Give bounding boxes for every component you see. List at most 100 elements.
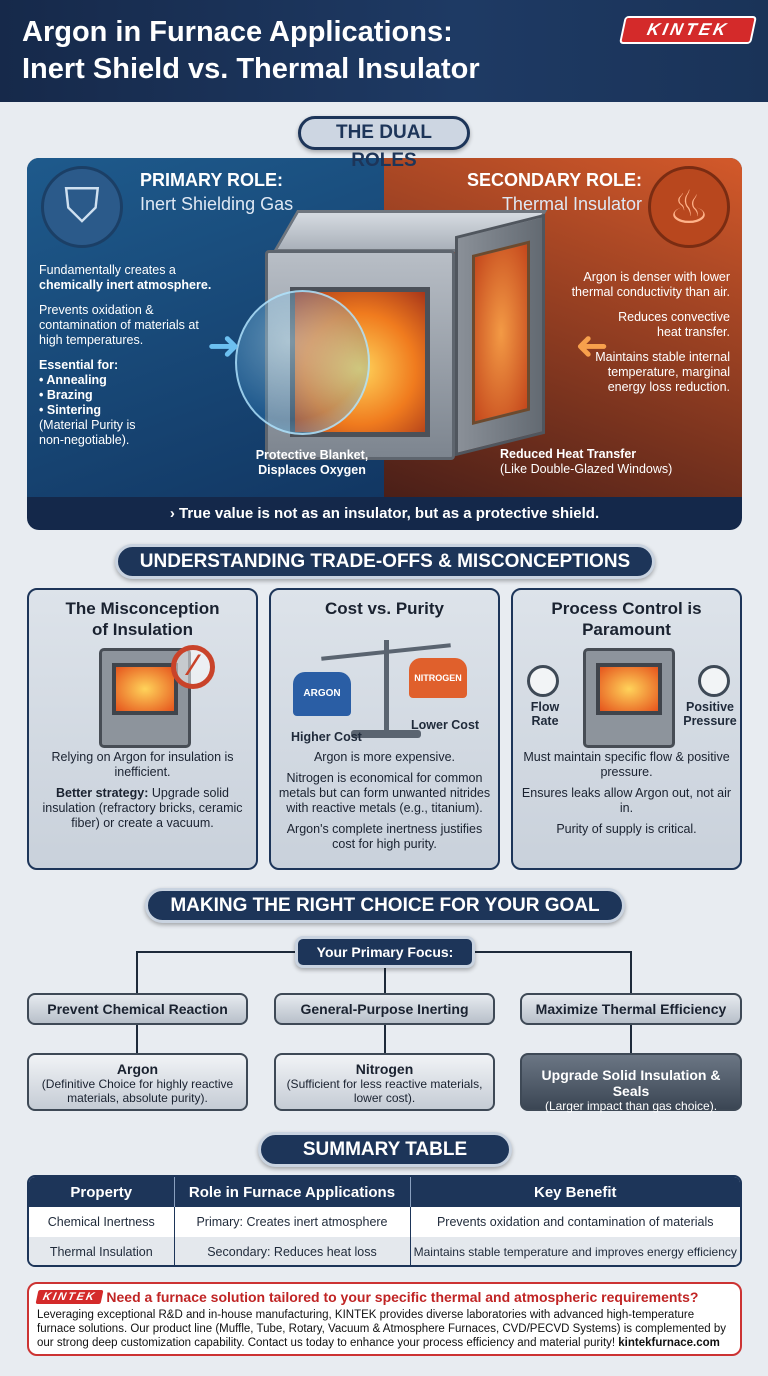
table-row: Chemical Inertness Primary: Creates iner… [29, 1207, 740, 1237]
summary-heading: SUMMARY TABLE [258, 1132, 512, 1167]
pressure-gauge-icon [698, 665, 730, 697]
shield-icon: ⛉ [41, 166, 123, 248]
card-p3: Argon's complete inertness justifies cos… [286, 822, 483, 851]
card-p1: Relying on Argon for insulation is ineff… [51, 750, 234, 779]
primary-callout: Protective Blanket, Displaces Oxygen [255, 448, 369, 477]
essential-item: • Annealing [39, 373, 107, 387]
essential-for-label: Essential for: [39, 358, 119, 372]
card-p1: Argon is more expensive. [313, 750, 456, 764]
card-p2: Nitrogen is economical for common metals… [278, 771, 491, 815]
result-insulation: Upgrade Solid Insulation & Seals(Larger … [520, 1053, 742, 1113]
connector [630, 1025, 632, 1053]
secondary-callout: Reduced Heat Transfer (Like Double-Glaze… [500, 447, 672, 477]
callout-sub: (Like Double-Glazed Windows) [500, 462, 673, 476]
card-title: Cost vs. Purity [324, 599, 445, 618]
table-cell: Prevents oxidation and contamination of … [436, 1215, 714, 1229]
connector [136, 1025, 138, 1053]
cta-body-text: Leveraging exceptional R&D and in-house … [37, 1309, 727, 1349]
kintek-logo: KINTEK [619, 16, 757, 44]
secondary-p1: Argon is denser with lower thermal condu… [571, 270, 730, 299]
dual-roles-panel: ⛉ ♨ PRIMARY ROLE: Inert Shielding Gas SE… [27, 158, 742, 530]
table-cell: Primary: Creates inert atmosphere [174, 1207, 411, 1237]
goal-prevent-reaction: Prevent Chemical Reaction [27, 993, 248, 1025]
card-body: Argon is more expensive. Nitrogen is eco… [277, 750, 492, 858]
result-detail: (Sufficient for less reactive materials,… [286, 1077, 483, 1105]
item-sintering: Sintering [46, 403, 102, 417]
tradeoffs-heading: UNDERSTANDING TRADE-OFFS & MISCONCEPTION… [115, 544, 655, 579]
table-cell: Thermal Insulation [29, 1237, 175, 1265]
connector [384, 1025, 386, 1053]
insulated-chamber [472, 240, 530, 425]
connector [475, 951, 631, 953]
title-line-1: Argon in Furnace Applications: [22, 16, 453, 48]
table-header-row: Property Role in Furnace Applications Ke… [29, 1177, 740, 1207]
essential-item: • Brazing [39, 388, 93, 402]
card-p2: Ensures leaks allow Argon out, not air i… [521, 786, 732, 815]
cta-box: KINTEK Need a furnace solution tailored … [27, 1282, 742, 1356]
argon-bubble [235, 290, 370, 435]
primary-role-label: PRIMARY ROLE: [140, 170, 284, 190]
secondary-role-heading: SECONDARY ROLE: Thermal Insulator [467, 168, 642, 216]
summary-table: Property Role in Furnace Applications Ke… [27, 1175, 742, 1267]
cta-header: KINTEK Need a furnace solution tailored … [35, 1288, 732, 1306]
callout-title: Reduced Heat Transfer [500, 447, 637, 461]
item-brazing: Brazing [46, 388, 93, 402]
result-detail: (Larger impact than gas choice). [544, 1099, 718, 1113]
card-body: Relying on Argon for insulation is ineff… [35, 750, 250, 837]
dual-roles-banner: › True value is not as an insulator, but… [169, 505, 600, 522]
primary-p1b: chemically inert atmosphere. [39, 278, 212, 292]
primary-focus-node: Your Primary Focus: [295, 936, 475, 968]
page-title: Argon in Furnace Applications: Inert Shi… [22, 14, 480, 88]
table-row: Thermal Insulation Secondary: Reduces he… [29, 1237, 740, 1265]
lower-cost-label: Lower Cost [411, 718, 480, 732]
card-process-control: Process Control is Paramount Flow Rate P… [511, 588, 742, 870]
nitrogen-weight: NITROGEN [409, 658, 467, 698]
card-p2: Better strategy: Upgrade solid insulatio… [35, 786, 250, 831]
scale-post [384, 640, 389, 735]
secondary-p3: Maintains stable internal temperature, m… [595, 350, 730, 394]
result-detail: (Definitive Choice for highly reactive m… [41, 1077, 234, 1105]
furnace-icon [583, 648, 675, 748]
cta-link[interactable]: kintekfurnace.com [618, 1337, 720, 1349]
prohibited-icon: ⁄ [171, 645, 215, 689]
furnace-side [455, 213, 545, 457]
argon-weight: ARGON [293, 672, 351, 716]
secondary-role-label: SECONDARY ROLE: [466, 170, 642, 190]
card-p3: Purity of supply is critical. [556, 822, 697, 836]
heat-icon: ♨ [648, 166, 730, 248]
result-nitrogen: Nitrogen(Sufficient for less reactive ma… [274, 1053, 495, 1111]
primary-text: Fundamentally creates a chemically inert… [39, 263, 219, 448]
dual-roles-heading: THE DUAL ROLES [298, 116, 470, 171]
primary-p2: Prevents oxidation & contamination of ma… [39, 303, 199, 347]
cta-kintek-logo: KINTEK [35, 1289, 104, 1304]
card-misconception: The Misconception of Insulation ⁄ Relyin… [27, 588, 258, 870]
flow-gauge-icon [527, 665, 559, 697]
higher-cost-label: Higher Cost [291, 730, 362, 744]
title-line-2: Inert Shield vs. Thermal Insulator [22, 53, 480, 85]
secondary-text: Argon is denser with lower thermal condu… [555, 270, 730, 395]
primary-role-heading: PRIMARY ROLE: Inert Shielding Gas [140, 168, 293, 216]
card-p1: Must maintain specific flow & positive p… [523, 750, 730, 779]
secondary-p2: Reduces convective heat transfer. [618, 310, 730, 339]
essential-item: • Sintering [39, 403, 102, 417]
flow-rate-label: Flow Rate [530, 700, 560, 728]
goal-general-inerting: General-Purpose Inerting [274, 993, 495, 1025]
arrow-right-icon: ➜ [207, 324, 241, 368]
connector [136, 951, 295, 953]
table-cell: Secondary: Reduces heat loss [174, 1237, 411, 1265]
better-strategy-label: Better strategy: [56, 786, 149, 800]
cta-body: Leveraging exceptional R&D and in-house … [37, 1308, 732, 1350]
table-cell: Maintains stable temperature and improve… [410, 1237, 740, 1265]
result-title: Upgrade Solid Insulation & Seals [541, 1067, 721, 1099]
card-body: Must maintain specific flow & positive p… [519, 750, 734, 843]
table-cell: Chemical Inertness [29, 1207, 175, 1237]
column-header: Role in Furnace Applications [174, 1177, 411, 1207]
positive-pressure-label: Positive Pressure [683, 700, 737, 728]
card-title: Process Control is Paramount [551, 599, 702, 639]
scale-base [351, 730, 421, 738]
result-title: Nitrogen [355, 1061, 414, 1077]
card-cost-purity: Cost vs. Purity ARGON NITROGEN Higher Co… [269, 588, 500, 870]
result-title: Argon [116, 1061, 159, 1077]
choice-heading: MAKING THE RIGHT CHOICE FOR YOUR GOAL [145, 888, 625, 923]
column-header: Property [29, 1177, 175, 1207]
